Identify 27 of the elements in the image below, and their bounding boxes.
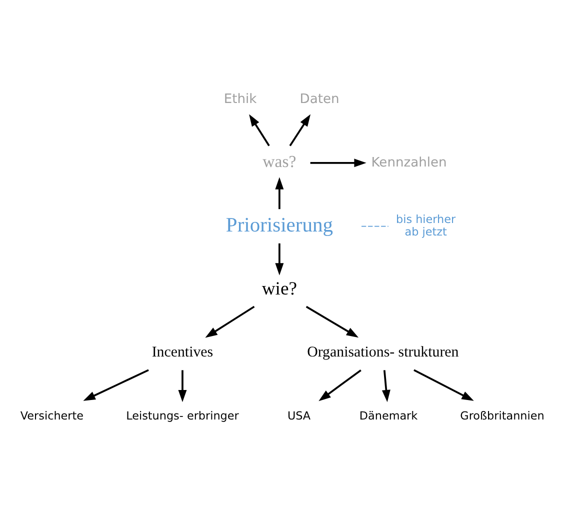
arrow <box>310 158 366 167</box>
arrow <box>83 368 149 400</box>
node-text: Dänemark <box>359 408 418 422</box>
node-text: Ethik <box>224 91 257 106</box>
arrow <box>382 370 390 402</box>
node-text: Leistungs- erbringer <box>126 408 239 422</box>
arrow <box>318 368 362 401</box>
node-text: Daten <box>300 91 340 106</box>
arrow <box>275 242 284 275</box>
arrow <box>289 114 311 146</box>
arrow <box>205 305 255 338</box>
label: bis hierher <box>396 212 456 226</box>
arrow <box>178 370 187 402</box>
arrow <box>414 368 474 400</box>
label: ab jetzt <box>404 224 447 238</box>
node-text: USA <box>287 408 311 422</box>
node-text: Großbritannien <box>460 408 544 422</box>
node-text: Versicherte <box>20 408 84 422</box>
arrow <box>249 114 270 146</box>
node-text: wie? <box>262 278 298 299</box>
node-text: Kennzahlen <box>371 154 447 170</box>
arrow <box>275 176 284 209</box>
node-text: Incentives <box>152 344 214 360</box>
node-text: Organisations- strukturen <box>307 344 459 360</box>
node-text: Priorisierung <box>226 214 333 236</box>
arrow <box>306 305 359 338</box>
node-text: was? <box>262 152 296 171</box>
